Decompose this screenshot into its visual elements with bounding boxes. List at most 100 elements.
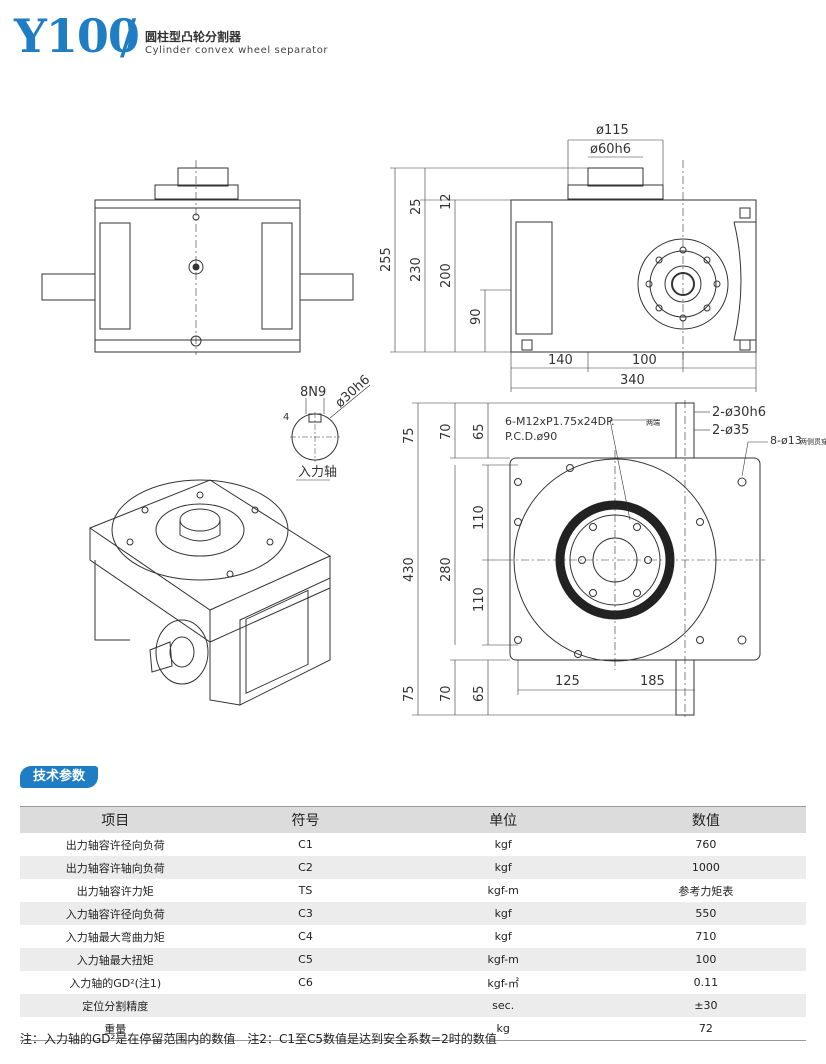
table-cell: C2	[210, 856, 401, 879]
dim-note: 两侧贯穿	[800, 437, 826, 446]
dim-label: 70	[439, 423, 454, 440]
footnote: 注：入力轴的GD²是在停留范围内的数值 注2：C1至C5数值是达到安全系数=2时…	[20, 1032, 497, 1046]
dim-label: 2-ø30h6	[712, 405, 766, 420]
table-cell: 100	[605, 948, 806, 971]
table-cell: C6	[298, 976, 313, 989]
table-cell: 710	[695, 930, 717, 943]
table-cell: 入力轴最大弯曲力矩	[65, 930, 165, 944]
table-cell: sec.	[400, 994, 606, 1017]
dim-label: 65	[472, 423, 487, 440]
dim-label: 6-M12xP1.75x24DP.	[505, 415, 614, 428]
table-cell: kgf-㎡	[487, 976, 519, 990]
dim-label: P.C.D.ø90	[505, 430, 557, 443]
dim-label: 8N9	[300, 385, 326, 400]
dimensions-bottom	[412, 402, 768, 716]
table-cell: kgf	[400, 856, 606, 879]
shaft-section	[290, 384, 371, 481]
dimension-labels-top: ø115 ø60h6 25 12 255 230 200 90 140 100 …	[379, 123, 657, 388]
table-cell: 出力轴容许径向负荷	[65, 838, 165, 852]
title-slash: /	[120, 9, 137, 65]
dim-label: ø30h6	[333, 372, 374, 411]
column-header: 符号	[210, 806, 401, 833]
dim-label: 8-ø13	[770, 434, 802, 447]
table-cell: kgf-m	[487, 884, 519, 897]
column-header: 项目	[20, 806, 211, 833]
table-cell: kgf	[494, 930, 512, 943]
table-cell: ±30	[605, 994, 806, 1017]
table-cell: kgf	[400, 902, 606, 925]
dimensions-top	[390, 139, 757, 392]
dim-label: 185	[640, 674, 665, 689]
table-row: 出力轴容许径向负荷 C1 kgf 760	[20, 833, 806, 856]
dim-label: 2-ø35	[712, 423, 749, 438]
table-cell: 出力轴容许力矩	[76, 884, 154, 898]
dim-label: 110	[472, 505, 487, 530]
table-cell: 550	[605, 902, 806, 925]
technical-drawing: ø115 ø60h6 25 12 255 230 200 90 140 100 …	[41, 123, 826, 720]
input-shaft-label: 入力轴	[298, 465, 337, 480]
table-cell: 出力轴容许轴向负荷	[20, 856, 211, 879]
table-header-row: 项目 符号 单位 数值	[20, 806, 806, 833]
column-header: 单位	[400, 806, 606, 833]
dim-note: 两端	[646, 418, 660, 427]
isometric-view	[88, 479, 332, 706]
table-cell: C5	[210, 948, 401, 971]
dim-label: 280	[439, 557, 454, 582]
table-cell: kg	[400, 1017, 606, 1041]
table-row: 入力轴最大弯曲力矩 C4 kgf 710	[20, 925, 806, 948]
dim-label: 110	[472, 587, 487, 612]
table-cell: C3	[210, 902, 401, 925]
dim-label: 200	[439, 263, 454, 288]
table-cell: kgf	[494, 838, 512, 851]
dim-label: 125	[555, 674, 580, 689]
dim-label: 430	[402, 557, 417, 582]
front-view	[41, 160, 354, 355]
dim-label: 340	[620, 373, 645, 388]
table-row: 出力轴容许力矩 TS kgf-m 参考力矩表	[20, 879, 806, 902]
table-cell: TS	[298, 884, 313, 897]
dim-label: ø115	[596, 123, 629, 138]
table-cell: 入力轴的GD²(注1)	[69, 976, 162, 990]
side-view	[510, 160, 757, 360]
spec-section-badge: 技术参数	[20, 766, 98, 788]
table-row: 定位分割精度 sec.±30	[20, 994, 806, 1017]
dim-label: ø60h6	[590, 142, 631, 157]
dim-label: 12	[439, 193, 454, 210]
table-cell: kgf-m	[400, 948, 606, 971]
dim-label: 255	[379, 247, 394, 272]
table-cell: 入力轴最大扭矩	[20, 948, 211, 971]
table-cell	[210, 1017, 401, 1041]
table-cell: 入力轴容许径向负荷	[20, 902, 211, 925]
table-row: 入力轴的GD²(注1) C6 kgf-㎡ 0.11	[20, 971, 806, 994]
table-cell: 760	[695, 838, 717, 851]
dim-label: 230	[409, 257, 424, 282]
table-cell: 定位分割精度	[20, 994, 211, 1017]
dimension-labels-bottom: 6-M12xP1.75x24DP. P.C.D.ø90 2-ø30h6 2-ø3…	[402, 405, 826, 702]
table-cell: 0.11	[693, 976, 719, 989]
dim-label: 100	[632, 353, 657, 368]
shaft-labels: 8N9 ø30h6 4 入力轴	[283, 372, 373, 480]
dim-label: 75	[402, 427, 417, 444]
product-title-en: Cylinder convex wheel separator	[145, 45, 329, 56]
table-cell: C1	[298, 838, 313, 851]
table-cell: 1000	[605, 856, 806, 879]
column-header: 数值	[605, 806, 806, 833]
table-cell	[210, 994, 401, 1017]
dim-label: 70	[439, 685, 454, 702]
dim-label: 140	[548, 353, 573, 368]
table-cell: 重量	[20, 1017, 211, 1041]
dim-label: 75	[402, 685, 417, 702]
table-cell: 72	[605, 1017, 806, 1041]
model-number: Y100	[14, 9, 140, 63]
table-cell: C4	[298, 930, 313, 943]
table-cell: 参考力矩表	[678, 884, 734, 898]
top-view	[505, 400, 765, 720]
product-title-cn: 圆柱型凸轮分割器	[145, 30, 242, 44]
dim-label: 4	[283, 412, 289, 423]
dim-label: 25	[409, 198, 424, 215]
